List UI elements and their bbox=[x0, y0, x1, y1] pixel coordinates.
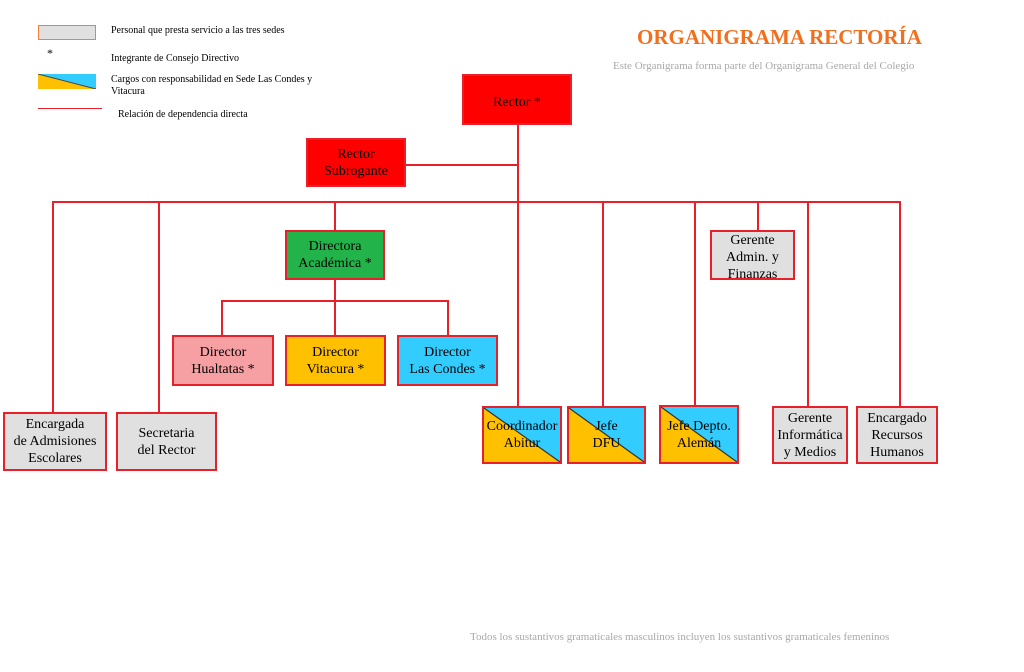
connector-drop-dfu bbox=[602, 201, 604, 407]
node-jefe-depto-aleman-label: Jefe Depto. Alemán bbox=[667, 418, 731, 451]
node-director-las-condes-label: Director Las Condes * bbox=[409, 344, 486, 377]
legend-star-symbol: * bbox=[47, 46, 53, 60]
connector-subrogante bbox=[405, 164, 518, 166]
connector-rector-trunk bbox=[517, 124, 519, 202]
connector-drop-rrhh bbox=[899, 201, 901, 407]
legend-line-sample bbox=[38, 108, 102, 109]
diagonal-fill bbox=[484, 408, 560, 462]
connector-drop-admisiones bbox=[52, 201, 54, 413]
node-rector-subrogante: Rector Subrogante bbox=[306, 138, 406, 187]
connector-drop-vitacura bbox=[334, 300, 336, 336]
node-gerente-informatica: Gerente Informática y Medios bbox=[772, 406, 848, 464]
connector-drop-secretaria bbox=[158, 201, 160, 413]
node-directora-academica: Directora Académica * bbox=[285, 230, 385, 280]
diagonal-fill bbox=[661, 407, 737, 462]
node-secretaria-rector-label: Secretaria del Rector bbox=[137, 425, 196, 458]
connector-drop-aleman bbox=[694, 201, 696, 407]
connector-drop-informatica bbox=[807, 201, 809, 407]
node-director-vitacura-label: Director Vitacura * bbox=[306, 344, 365, 377]
node-rector: Rector * bbox=[462, 74, 572, 125]
connector-drop-hualtatas bbox=[221, 300, 223, 336]
node-encargada-admisiones-label: Encargada de Admisiones Escolares bbox=[13, 417, 97, 466]
node-secretaria-rector: Secretaria del Rector bbox=[116, 412, 217, 471]
node-rector-subrogante-label: Rector Subrogante bbox=[324, 146, 388, 179]
legend-swatch-diagonal bbox=[38, 74, 96, 89]
node-encargado-rrhh: Encargado Recursos Humanos bbox=[856, 406, 938, 464]
node-jefe-depto-aleman: Jefe Depto. Alemán bbox=[659, 405, 739, 464]
diagonal-fill bbox=[569, 408, 644, 462]
connector-drop-academica bbox=[334, 201, 336, 231]
node-encargado-rrhh-label: Encargado Recursos Humanos bbox=[867, 410, 927, 460]
page-title: ORGANIGRAMA RECTORÍA bbox=[637, 25, 922, 49]
node-directora-academica-label: Directora Académica * bbox=[298, 239, 372, 271]
node-director-las-condes: Director Las Condes * bbox=[397, 335, 498, 386]
connector-academica-trunk bbox=[334, 279, 336, 301]
node-coordinador-abitur: Coordinador Abitur bbox=[482, 406, 562, 464]
node-director-vitacura: Director Vitacura * bbox=[285, 335, 386, 386]
node-jefe-dfu: Jefe DFU bbox=[567, 406, 646, 464]
footer-note: Todos los sustantivos gramaticales mascu… bbox=[470, 631, 890, 643]
connector-drop-abitur bbox=[517, 201, 519, 407]
legend-item-council: Integrante de Consejo Directivo bbox=[111, 53, 240, 64]
node-director-hualtatas-label: Director Hualtatas * bbox=[191, 344, 255, 377]
node-encargada-admisiones: Encargada de Admisiones Escolares bbox=[3, 412, 107, 471]
node-gerente-informatica-label: Gerente Informática y Medios bbox=[777, 410, 843, 460]
legend-item-campus: Cargos con responsabilidad en Sede Las C… bbox=[111, 74, 313, 97]
page-subtitle: Este Organigrama forma parte del Organig… bbox=[613, 60, 915, 72]
node-jefe-dfu-label: Jefe DFU bbox=[592, 419, 621, 451]
connector-drop-las-condes bbox=[447, 300, 449, 336]
node-rector-label: Rector * bbox=[493, 95, 541, 110]
node-gerente-admin: Gerente Admin. y Finanzas bbox=[710, 230, 795, 280]
node-gerente-admin-label: Gerente Admin. y Finanzas bbox=[726, 233, 779, 280]
connector-drop-gerente-admin bbox=[757, 201, 759, 231]
legend-swatch-gray bbox=[38, 25, 96, 40]
connector-main-bus bbox=[52, 201, 901, 203]
legend-item-dependency: Relación de dependencia directa bbox=[118, 109, 248, 120]
legend-item-three-sites: Personal que presta servicio a las tres … bbox=[111, 25, 285, 36]
node-coordinador-abitur-label: Coordinador Abitur bbox=[486, 419, 558, 451]
node-director-hualtatas: Director Hualtatas * bbox=[172, 335, 274, 386]
